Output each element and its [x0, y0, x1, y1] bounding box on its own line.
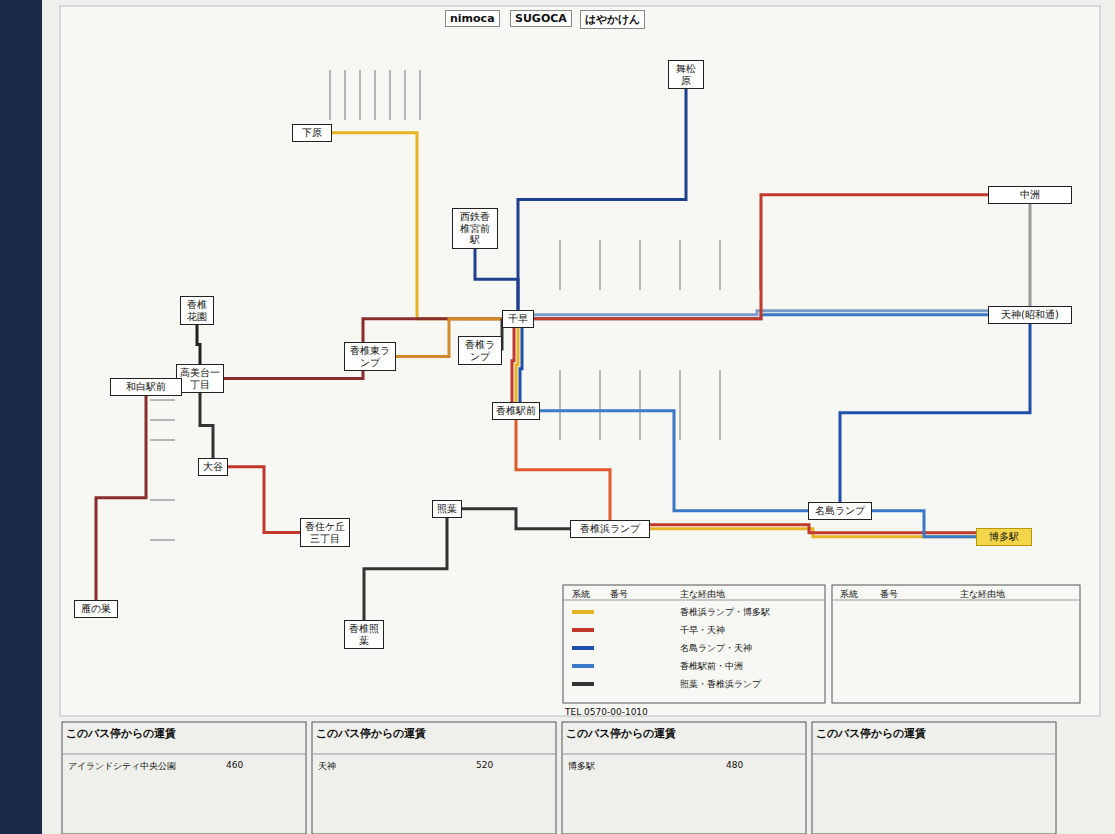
route-line: [228, 467, 300, 533]
route-line: [197, 325, 200, 364]
card-logo: SUGOCA: [510, 10, 572, 27]
legend-text: 照葉・香椎浜ランプ: [680, 678, 761, 691]
stop-name: 高美台一丁目: [180, 367, 220, 390]
stop-name: 香椎浜ランプ: [574, 523, 646, 535]
legend-swatch: [572, 646, 594, 650]
stop-name: 香椎ランプ: [462, 339, 498, 362]
stop-name: 名島ランプ: [812, 505, 868, 517]
stop-box: 香椎ランプ: [458, 336, 502, 365]
stop-box: 香椎照葉: [344, 620, 384, 649]
table-heading: このバス停からの運賃: [316, 726, 426, 741]
stop-box: 下原: [292, 124, 332, 142]
stop-box: 名島ランプ: [808, 502, 872, 520]
stop-name: 大谷: [202, 461, 224, 473]
table-cell: 天神: [318, 760, 336, 773]
route-line: [840, 324, 1030, 503]
stop-name: 雁の巣: [78, 603, 114, 615]
stop-name: 千早: [506, 313, 530, 325]
stop-name: 舞松原: [672, 63, 700, 86]
table-cell: 520: [476, 760, 493, 770]
route-line: [518, 89, 686, 310]
stop-box: 舞松原: [668, 60, 704, 89]
stop-box: 雁の巣: [74, 600, 118, 618]
stop-box: 高美台一丁目: [176, 364, 224, 393]
table-cell: 系統: [572, 588, 590, 601]
stop-name: 西鉄香椎宮前駅: [456, 211, 494, 246]
stop-name: 香椎東ランプ: [348, 345, 392, 368]
stop-name: 香椎駅前: [496, 405, 536, 417]
route-line: [516, 420, 610, 521]
stop-box: 照葉: [432, 500, 462, 518]
card-logo: はやかけん: [580, 10, 645, 29]
table-cell: 460: [226, 760, 243, 770]
route-line: [872, 511, 976, 537]
stop-box: 天神(昭和通): [988, 306, 1072, 324]
legend-text: 香椎駅前・中洲: [680, 660, 743, 673]
table-cell: 番号: [610, 588, 628, 601]
stop-name: 和白駅前: [114, 381, 178, 393]
table-cell: 系統: [840, 588, 858, 601]
stop-name: 中洲: [992, 189, 1068, 201]
stop-box: 千早: [502, 310, 534, 328]
legend-swatch: [572, 628, 594, 632]
table-heading: このバス停からの運賃: [66, 726, 176, 741]
stop-box: 香椎駅前: [492, 402, 540, 420]
table-cell: 博多駅: [568, 760, 595, 773]
stop-box: 香椎花園: [180, 296, 214, 325]
route-line: [96, 396, 146, 601]
stop-box: 香椎浜ランプ: [570, 520, 650, 538]
table-cell: 480: [726, 760, 743, 770]
route-line: [332, 133, 502, 319]
stop-box: 西鉄香椎宮前駅: [452, 208, 498, 249]
route-line: [1029, 204, 1032, 307]
route-line: [516, 328, 518, 403]
stop-name: 博多駅: [980, 531, 1028, 543]
table-cell: 主な経由地: [960, 588, 1005, 601]
stop-box: 中洲: [988, 186, 1072, 204]
stop-name: 香椎花園: [184, 299, 210, 322]
legend-swatch: [572, 610, 594, 614]
table-cell: 番号: [880, 588, 898, 601]
table-cell: 主な経由地: [680, 588, 725, 601]
route-line: [200, 393, 213, 458]
stop-name: 下原: [296, 127, 328, 139]
route-line: [512, 328, 514, 403]
stop-name: 照葉: [436, 503, 458, 515]
legend-swatch: [572, 664, 594, 668]
route-line: [540, 411, 808, 511]
table-heading: このバス停からの運賃: [566, 726, 676, 741]
route-line: [364, 518, 447, 621]
stop-box: 香椎東ランプ: [344, 342, 396, 371]
legend-swatch: [572, 682, 594, 686]
route-line: [224, 319, 502, 379]
stop-box: 大谷: [198, 458, 228, 476]
card-logo: nimoca: [445, 10, 500, 27]
table-heading: このバス停からの運賃: [816, 726, 926, 741]
stop-name: 天神(昭和通): [992, 309, 1068, 321]
route-line: [475, 249, 518, 311]
stop-box: 香住ケ丘三丁目: [300, 518, 350, 547]
legend-text: 香椎浜ランプ・博多駅: [680, 606, 770, 619]
table-cell: アイランドシティ中央公園: [68, 760, 176, 773]
terminal-box: 博多駅: [976, 528, 1032, 546]
route-line: [520, 328, 522, 403]
table-cell: TEL 0570-00-1010: [565, 707, 648, 717]
stop-name: 香椎照葉: [348, 623, 380, 646]
legend-text: 名島ランプ・天神: [680, 642, 752, 655]
route-line: [650, 525, 976, 533]
route-line: [462, 509, 570, 529]
route-line: [534, 195, 988, 319]
stop-box: 和白駅前: [110, 378, 182, 396]
legend-text: 千早・天神: [680, 624, 725, 637]
stop-name: 香住ケ丘三丁目: [304, 521, 346, 544]
